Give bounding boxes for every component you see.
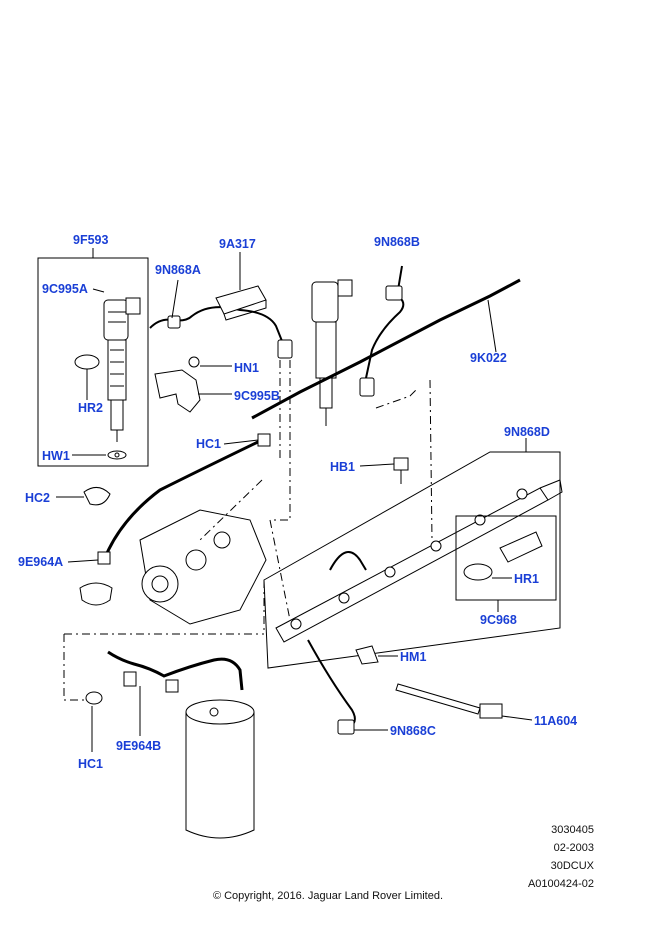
ref-code-2: A0100424-02 — [527, 878, 594, 890]
hose-end-9E964A — [97, 551, 111, 565]
clip-HC1-lower — [85, 691, 103, 705]
label-HC1-lower: HC1 — [78, 757, 103, 771]
label-9C968: 9C968 — [480, 613, 517, 627]
label-HW1: HW1 — [42, 449, 70, 463]
callout-labels: 9F593 9A317 9N868B 9C995A 9N868A HN1 9C9… — [18, 233, 577, 771]
pressure-sensor — [79, 582, 113, 606]
rail-cover-9A317 — [215, 252, 267, 321]
fuel-line-9N868C — [307, 639, 356, 729]
label-HN1: HN1 — [234, 361, 259, 375]
injector-washer — [107, 450, 127, 460]
sensor-group-box — [455, 515, 557, 601]
label-9E964B: 9E964B — [116, 739, 161, 753]
label-HR2: HR2 — [78, 401, 103, 415]
clip-HC2 — [83, 487, 111, 506]
fuel-pump — [139, 509, 267, 625]
copyright-notice: © Copyright, 2016. Jaguar Land Rover Lim… — [212, 890, 444, 902]
bolt-HB1 — [359, 457, 409, 484]
return-hose — [102, 438, 263, 561]
bracket-9C995B — [154, 356, 232, 413]
dashed-leaders — [63, 360, 433, 701]
seal-HR1 — [463, 563, 493, 581]
injector-right — [311, 279, 353, 426]
label-HM1: HM1 — [400, 650, 426, 664]
fuel-rail — [275, 479, 563, 643]
fuel-line-9N868A — [149, 306, 285, 347]
label-9F593: 9F593 — [73, 233, 108, 247]
label-HB1: HB1 — [330, 460, 355, 474]
rail-group-box — [263, 451, 561, 669]
clip-HM1 — [355, 645, 379, 665]
ref-code-1: 3030405 — [551, 824, 594, 836]
injector-left — [103, 297, 141, 442]
label-9N868A: 9N868A — [155, 263, 201, 277]
injector-seal-ring — [74, 354, 100, 370]
label-9C995B: 9C995B — [234, 389, 280, 403]
label-9K022: 9K022 — [470, 351, 507, 365]
label-9A317: 9A317 — [219, 237, 256, 251]
fuel-line-9N868B — [365, 265, 405, 379]
label-9N868B: 9N868B — [374, 235, 420, 249]
ref-date: 02-2003 — [553, 842, 594, 854]
label-9E964A: 9E964A — [18, 555, 63, 569]
return-line-9K022 — [251, 278, 521, 420]
label-9N868D: 9N868D — [504, 425, 550, 439]
fuel-line-9E964B — [107, 650, 244, 691]
label-HC2: HC2 — [25, 491, 50, 505]
fuel-filter — [185, 699, 255, 839]
rail-pressure-sensor — [499, 531, 543, 563]
label-HR1: HR1 — [514, 572, 539, 586]
label-9C995A: 9C995A — [42, 282, 88, 296]
glow-plug-11A604 — [395, 683, 533, 721]
label-9N868C: 9N868C — [390, 724, 436, 738]
label-11A604: 11A604 — [534, 714, 577, 728]
label-HC1-upper: HC1 — [196, 437, 221, 451]
ref-model: 30DCUX — [550, 860, 594, 872]
